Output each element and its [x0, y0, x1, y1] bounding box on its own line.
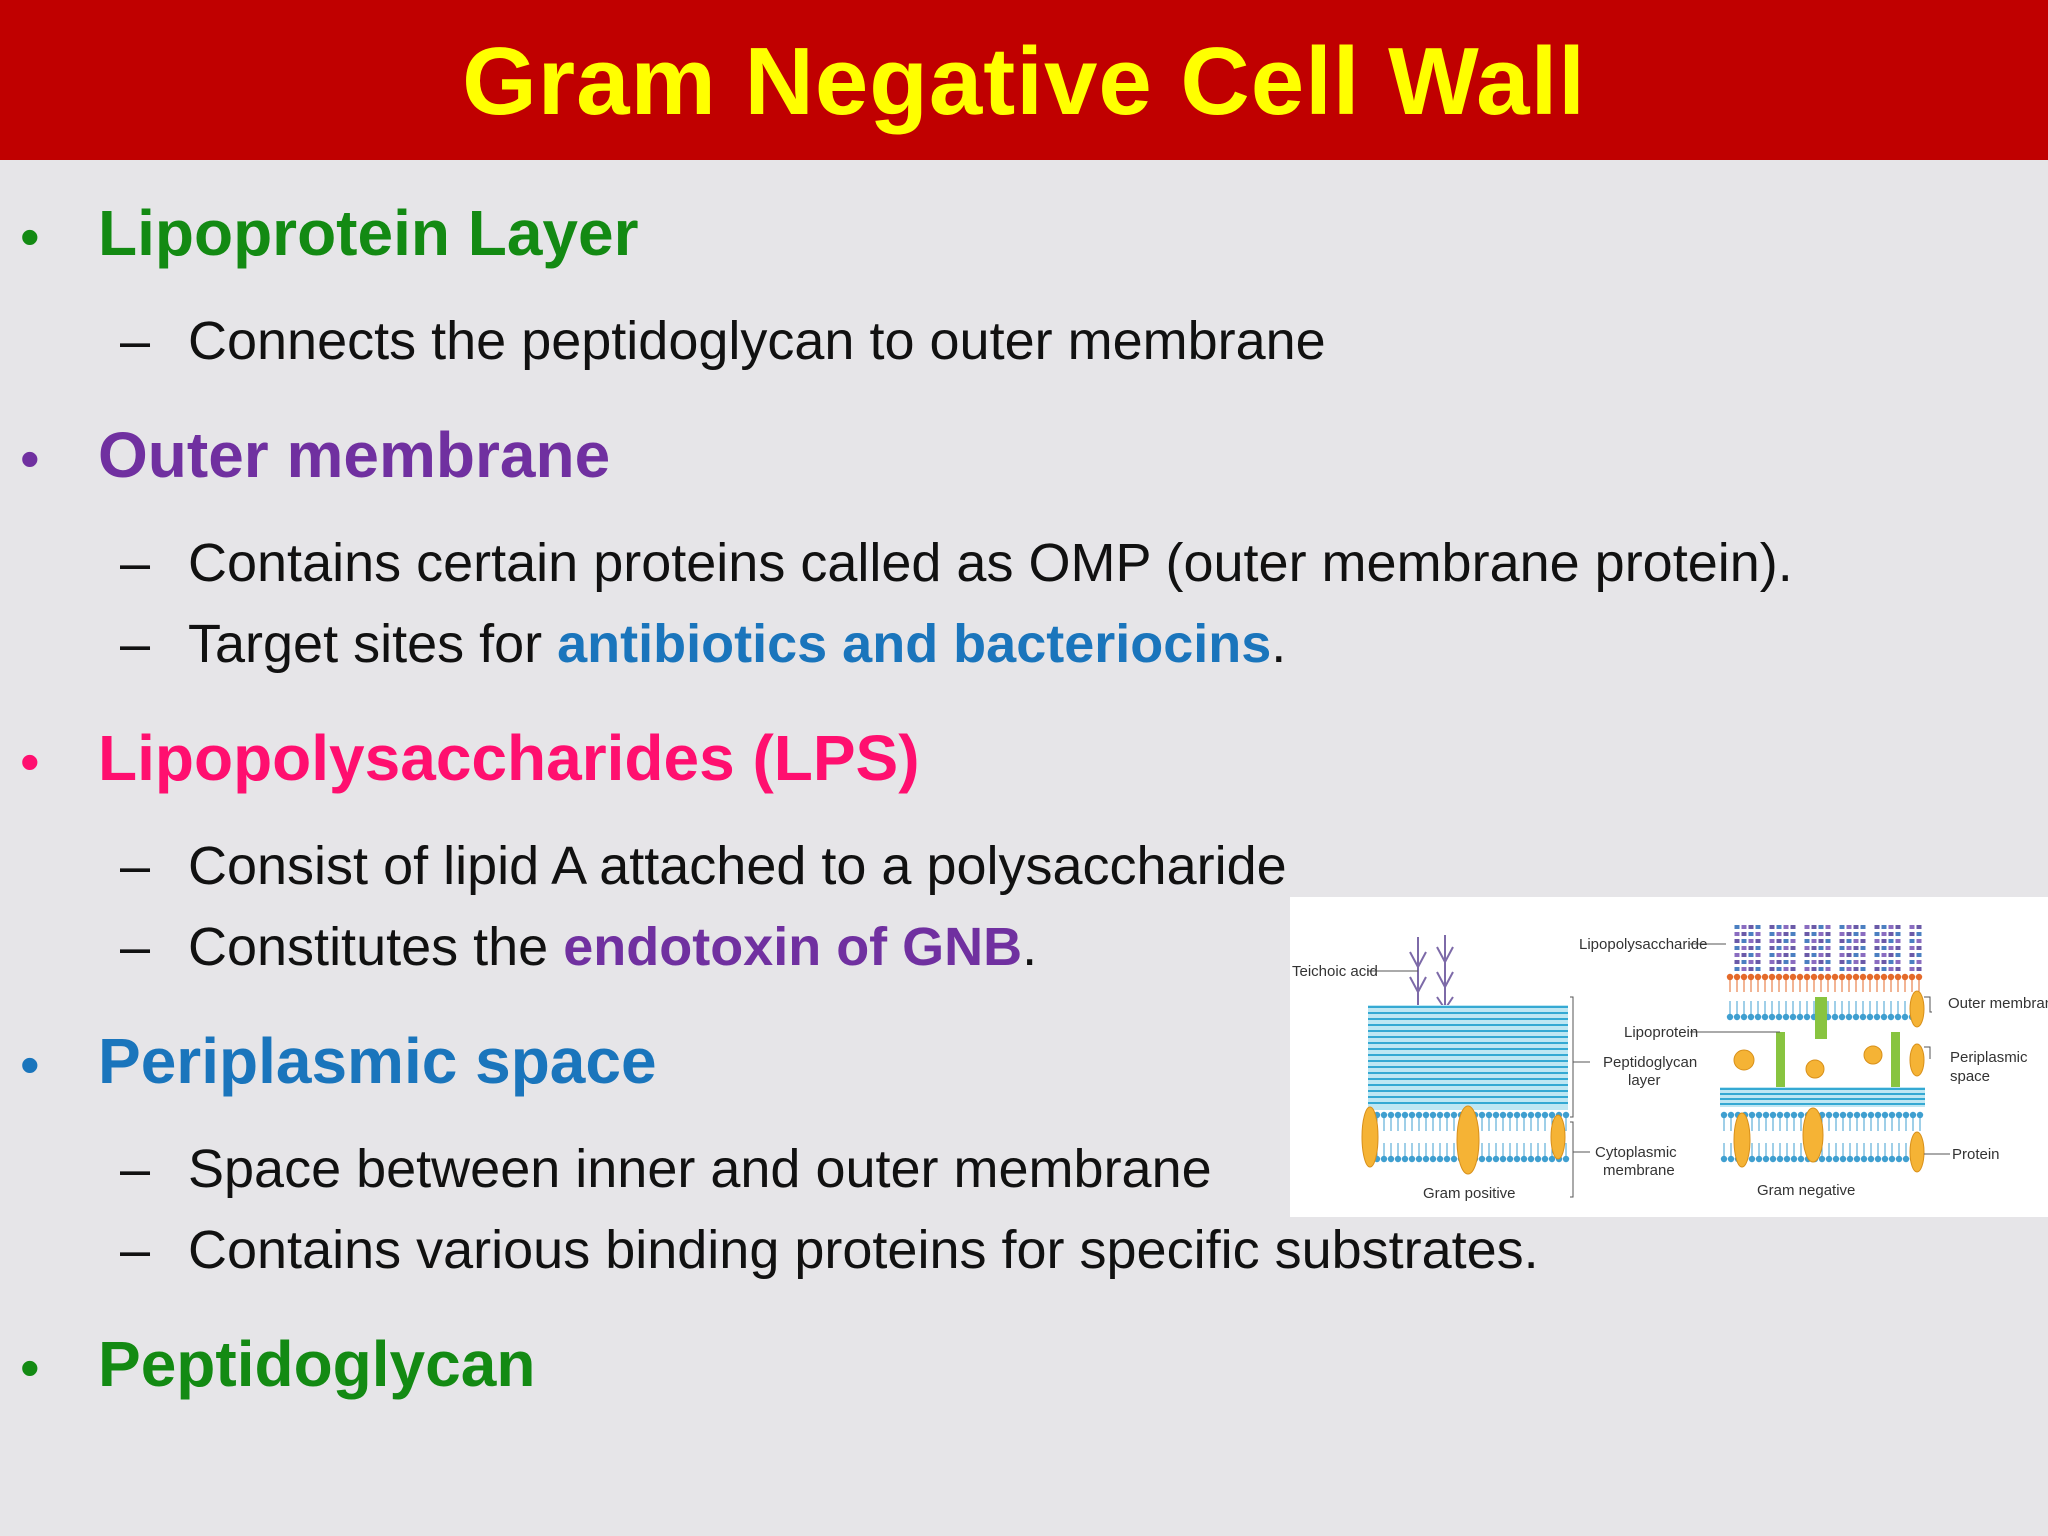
dash-icon: – [120, 1139, 151, 1199]
label-periplasmic-space: Periplasmic [1950, 1049, 2028, 1066]
item-text: Contains various binding proteins for sp… [188, 1220, 1539, 1280]
gram-positive-diagram [1361, 935, 1570, 1175]
leader-lines [1367, 943, 1950, 1198]
protein-icon [1909, 1043, 1925, 1077]
item-text: Target sites for antibiotics and bacteri… [188, 613, 1286, 675]
label-lipoprotein: Lipoprotein [1624, 1024, 1698, 1041]
peptidoglycan-icon [1368, 1005, 1568, 1110]
item-prefix: Target sites for [188, 614, 558, 674]
item-text: Consist of lipid A attached to a polysac… [188, 836, 1287, 896]
label-cytoplasmic-membrane: Cytoplasmic [1595, 1144, 1677, 1161]
item-text: Constitutes the endotoxin of GNB. [188, 916, 1037, 978]
label-protein: Protein [1952, 1146, 2000, 1163]
lipoprotein-icon [1891, 1032, 1900, 1090]
protein-icon [1550, 1114, 1566, 1160]
section-heading: Outer membrane [98, 419, 611, 491]
label-lipopolysaccharide: Lipopolysaccharide [1579, 936, 1707, 953]
label-gram-positive: Gram positive [1423, 1185, 1516, 1202]
slide-title: Gram Negative Cell Wall [462, 28, 1586, 135]
lipoprotein-icon [1815, 997, 1827, 1039]
bullet-icon: • [20, 1033, 40, 1096]
gram-negative-diagram [1720, 925, 1925, 1173]
label-gram-negative: Gram negative [1757, 1182, 1855, 1199]
item-prefix: Constitutes the [188, 917, 564, 977]
dash-icon: – [120, 1220, 151, 1280]
item-suffix: . [1022, 917, 1038, 977]
lps-icon [1734, 925, 1922, 971]
highlight-text: endotoxin of GNB [563, 917, 1023, 977]
label-teichoic-acid: Teichoic acid [1292, 963, 1378, 980]
periplasmic-protein-icon [1733, 1045, 1883, 1079]
item-text: Contains certain proteins called as OMP … [188, 533, 1793, 593]
protein-icon [1456, 1105, 1480, 1175]
dash-icon: – [120, 533, 151, 593]
bullet-icon: • [20, 205, 40, 268]
protein-icon [1909, 1131, 1925, 1173]
bullet-icon: • [20, 427, 40, 490]
cell-wall-diagram: Teichoic acid Lipopolysaccharide Outer m… [1290, 897, 2048, 1217]
protein-icon [1733, 1112, 1751, 1168]
section-heading: Lipopolysaccharides (LPS) [98, 722, 920, 794]
label-periplasmic-space-2: space [1950, 1068, 1990, 1085]
dash-icon: – [120, 917, 151, 977]
item-suffix: . [1271, 614, 1287, 674]
item-text: Space between inner and outer membrane [188, 1139, 1212, 1199]
protein-icon [1909, 990, 1925, 1028]
protein-icon [1361, 1106, 1379, 1168]
dash-icon: – [120, 836, 151, 896]
dash-icon: – [120, 311, 151, 371]
highlight-text: antibiotics and bacteriocins [557, 614, 1272, 674]
label-peptidoglycan-layer: Peptidoglycan [1603, 1054, 1697, 1071]
bullet-icon: • [20, 730, 40, 793]
peptidoglycan-icon [1720, 1087, 1925, 1107]
protein-icon [1802, 1107, 1824, 1163]
section-heading: Lipoprotein Layer [98, 197, 639, 269]
section-heading: Periplasmic space [98, 1025, 657, 1097]
dash-icon: – [120, 614, 151, 674]
label-cytoplasmic-membrane-2: membrane [1603, 1162, 1675, 1179]
item-text: Connects the peptidoglycan to outer memb… [188, 311, 1326, 371]
lipoprotein-icon [1776, 1032, 1785, 1090]
cell-wall-diagram-svg: Teichoic acid Lipopolysaccharide Outer m… [1292, 925, 2048, 1202]
section-heading: Peptidoglycan [98, 1328, 536, 1400]
label-outer-membrane: Outer membrane [1948, 995, 2048, 1012]
label-peptidoglycan-layer-2: layer [1628, 1072, 1661, 1089]
bullet-icon: • [20, 1336, 40, 1399]
title-bar: Gram Negative Cell Wall [0, 0, 2048, 160]
